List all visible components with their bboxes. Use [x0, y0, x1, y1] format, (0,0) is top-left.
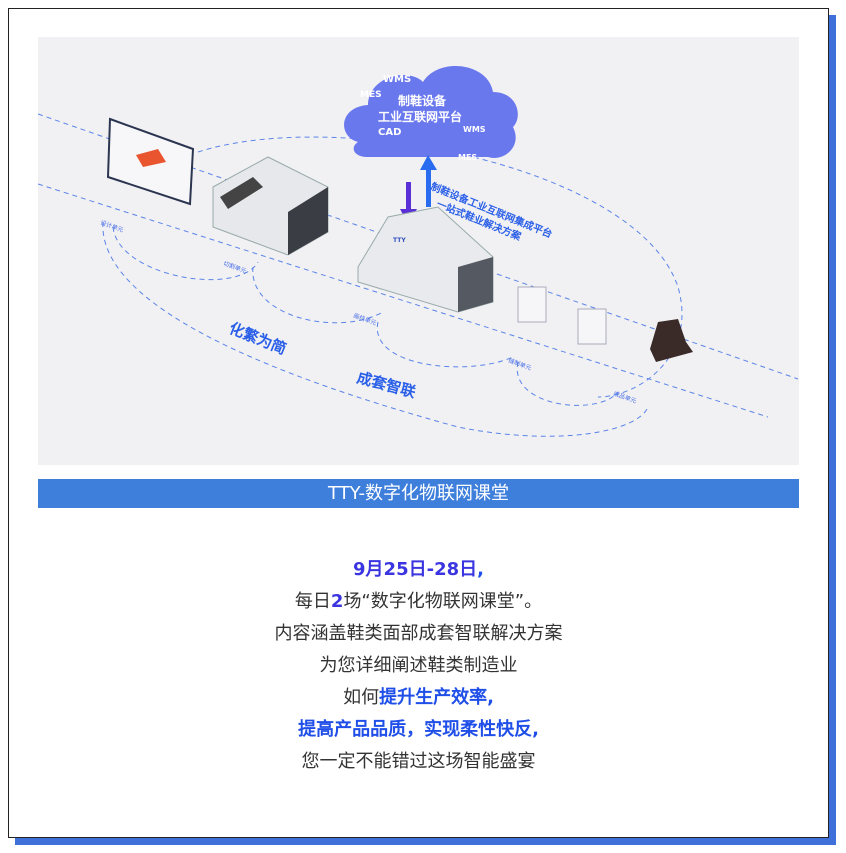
session-count: 2 — [330, 591, 344, 612]
down-arrow-icon — [406, 182, 411, 212]
shoe-icon — [650, 319, 693, 362]
cloud-icon — [344, 65, 518, 158]
closing-line: 您一定不能错过这场智能盛宴 — [301, 751, 536, 772]
up-arrow-icon — [426, 167, 431, 207]
cloud-label: CAD — [378, 127, 401, 138]
cloud-label: 制鞋设备 — [398, 93, 447, 108]
date-line: 9月25日-28日, — [9, 554, 828, 586]
highlight-line: 提高产品品质，实现柔性快反, — [298, 719, 539, 740]
cutting-machine-icon — [212, 156, 329, 256]
unit-label: 缝制单元 — [507, 356, 532, 372]
unit-label: 切割单元 — [222, 259, 247, 275]
hero-illustration: WMS MES 制鞋设备 工业互联网平台 WMS CAD MES — [38, 37, 799, 465]
monitor-icon — [106, 117, 195, 206]
cloud-label: WMS — [383, 74, 411, 85]
text: 场“数字化物联网课堂”。 — [343, 591, 543, 612]
article-body: 9月25日-28日, 每日2场“数字化物联网课堂”。 内容涵盖鞋类面部成套智联解… — [9, 554, 828, 778]
cloud-label: 工业互联网平台 — [378, 109, 462, 124]
slogan: 成套智联 — [355, 368, 419, 401]
content-line: 如何提升生产效率, — [9, 682, 828, 714]
cloud-label: MES — [360, 90, 382, 100]
content-line: 为您详细阐述鞋类制造业 — [319, 655, 518, 676]
sessions-line: 每日2场“数字化物联网课堂”。 — [9, 586, 828, 618]
highlight-text: 提升生产效率, — [379, 687, 494, 708]
slogan: 化繁为简 — [227, 319, 289, 358]
unit-label: 画线单元 — [352, 311, 377, 327]
workstation-icon — [517, 286, 547, 323]
date-tail: , — [477, 559, 484, 580]
date-range: 9月25日-28日 — [353, 559, 478, 580]
content-line: 内容涵盖鞋类面部成套智联解决方案 — [274, 623, 563, 644]
workstation-icon — [577, 308, 607, 345]
text: 如何 — [343, 687, 380, 708]
cloud-label: WMS — [463, 125, 486, 134]
machine-brand: TTY — [393, 237, 406, 244]
banner-title: TTY-数字化物联网课堂 — [38, 479, 799, 508]
cloud-label: MES — [458, 153, 477, 162]
sewing-line-machine-icon: TTY — [357, 206, 494, 313]
text: 每日 — [294, 591, 331, 612]
article-card: WMS MES 制鞋设备 工业互联网平台 WMS CAD MES — [8, 8, 829, 838]
